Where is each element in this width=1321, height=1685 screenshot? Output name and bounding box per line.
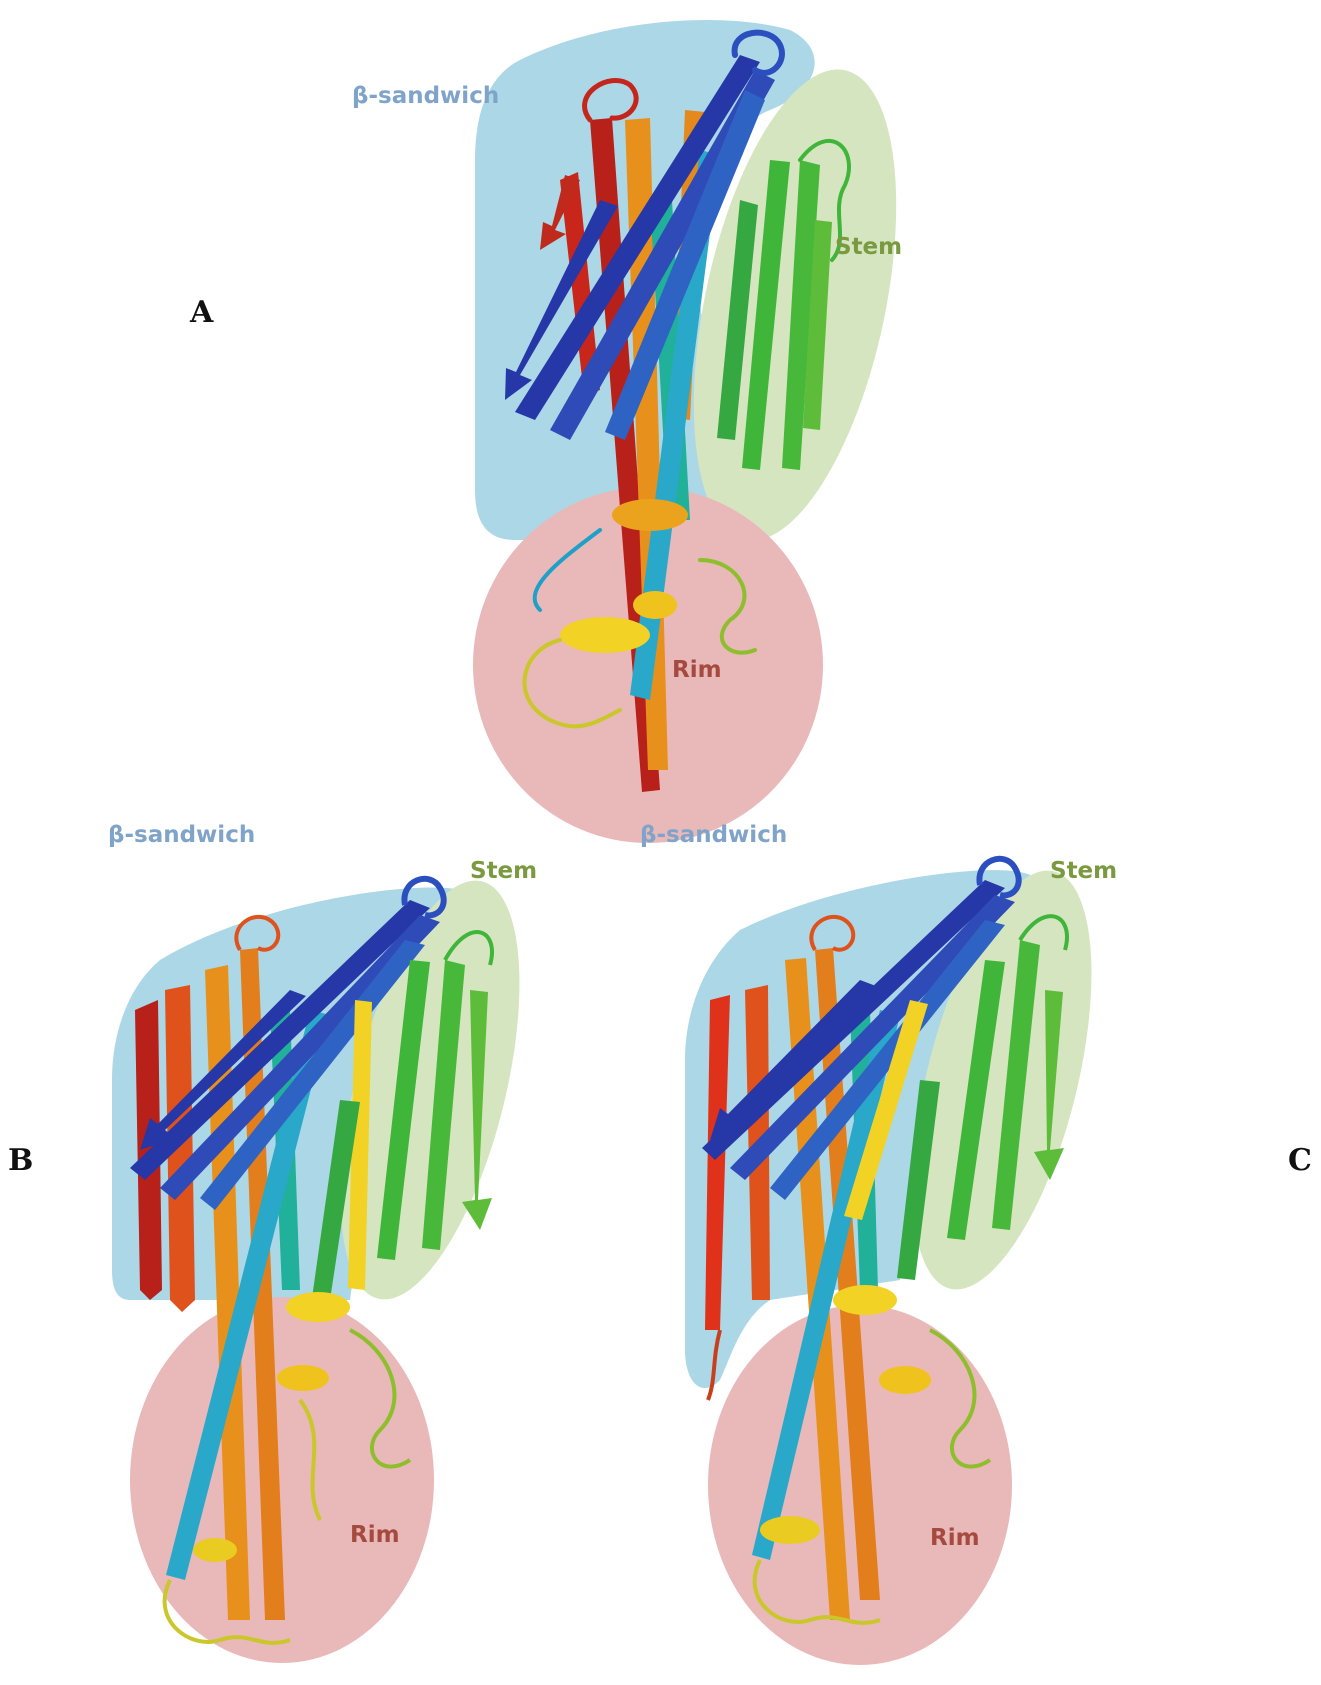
helix-yellow-2 xyxy=(633,591,677,619)
helix-yellow xyxy=(833,1285,897,1315)
helix-yellow xyxy=(286,1292,350,1322)
sandwich-label-a: β-sandwich xyxy=(352,83,499,109)
stem-label-b: Stem xyxy=(470,858,537,884)
panel-letter-a: A xyxy=(189,295,214,330)
panel-a: A β-sandwich Stem Rim xyxy=(189,20,933,843)
stem-label-a: Stem xyxy=(835,234,902,260)
rim-label-b: Rim xyxy=(350,1522,400,1548)
panel-letter-b: B xyxy=(8,1143,33,1178)
helix-yellow-2 xyxy=(879,1366,931,1394)
helix-yellow-2 xyxy=(277,1365,329,1391)
rim-label-a: Rim xyxy=(672,657,722,683)
helix-orange xyxy=(612,499,688,531)
stem-label-c: Stem xyxy=(1050,858,1117,884)
panel-letter-c: C xyxy=(1288,1143,1312,1178)
rim-label-c: Rim xyxy=(930,1525,980,1551)
sandwich-label-c: β-sandwich xyxy=(640,822,787,848)
panel-c: C β-sandwich Stem Rim xyxy=(640,822,1312,1665)
panel-b: B β-sandwich Stem Rim xyxy=(8,822,555,1663)
helix-yellow-3 xyxy=(193,1538,237,1562)
helix-yellow xyxy=(560,617,650,653)
sandwich-label-b: β-sandwich xyxy=(108,822,255,848)
helix-yellow-3 xyxy=(760,1516,820,1544)
